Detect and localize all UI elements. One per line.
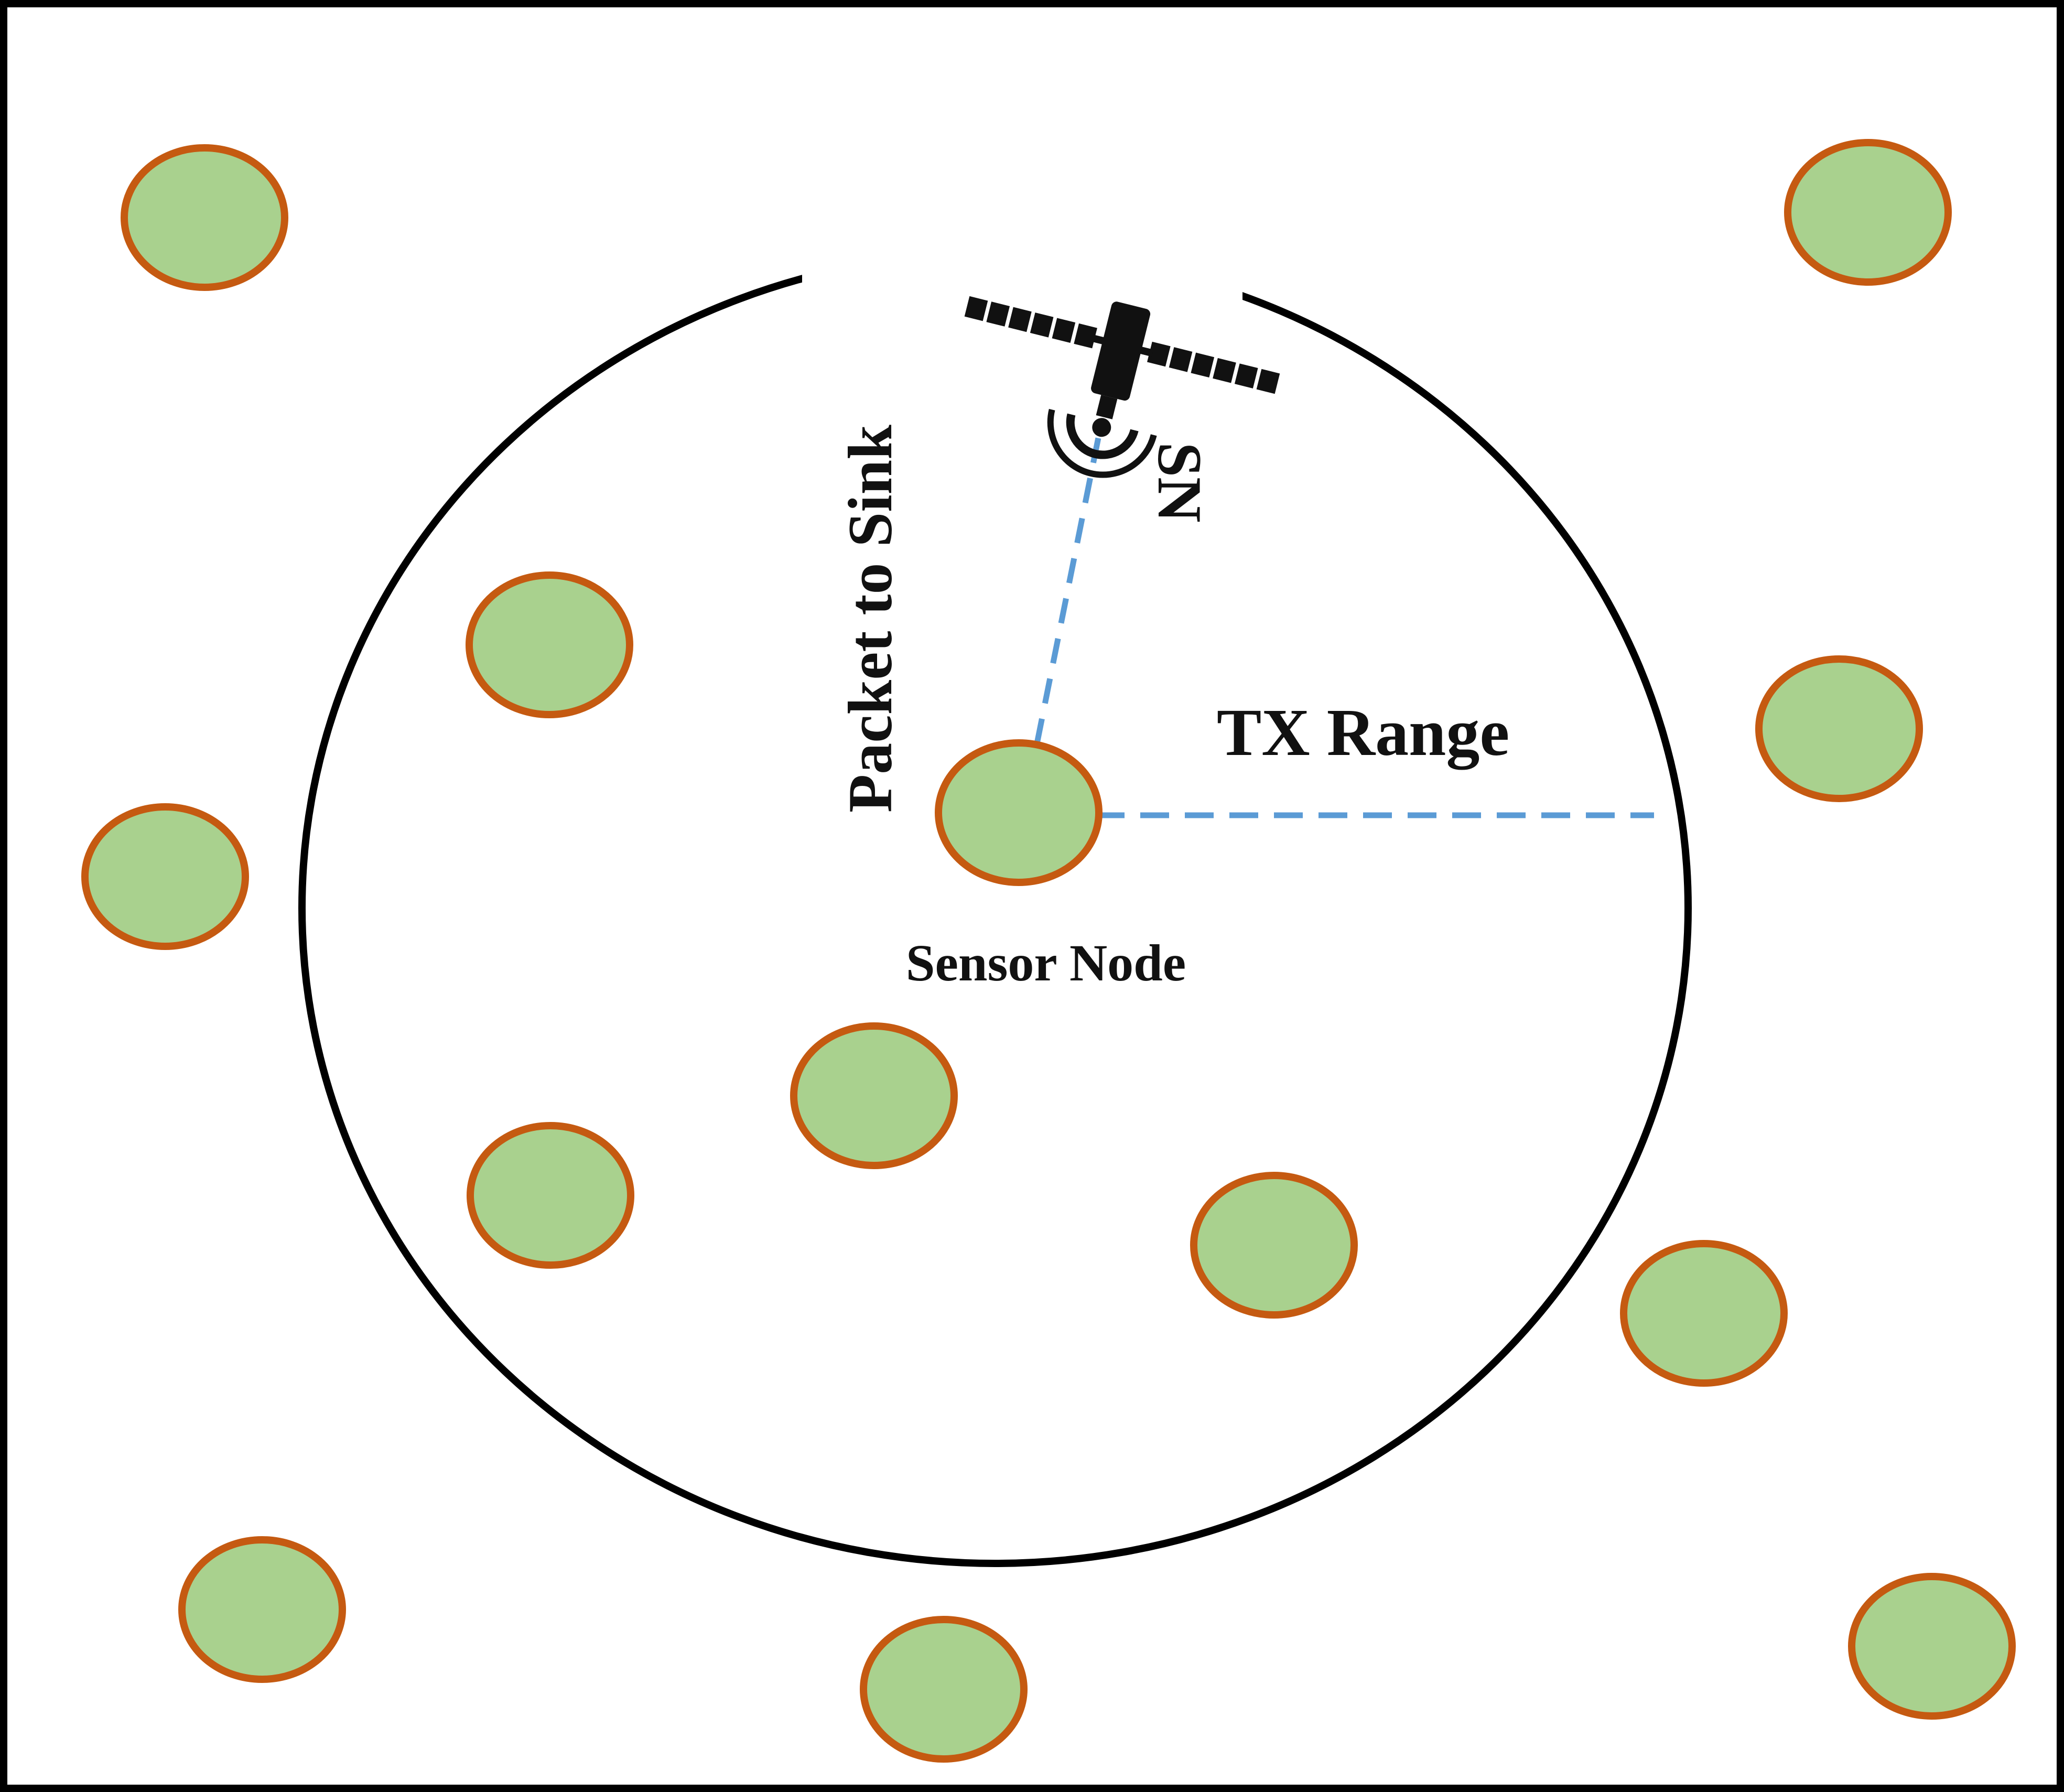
packet-to-sink-label: Packet to Sink (835, 425, 905, 813)
sensor-node (1784, 139, 1952, 286)
sensor-node (467, 1122, 634, 1269)
sensor-node (466, 571, 633, 718)
sensor-node (1848, 1573, 2016, 1720)
sn-label: SN (1145, 442, 1215, 522)
sensor-node (81, 803, 249, 950)
sensor-node (1190, 1172, 1358, 1319)
sensor-node (860, 1616, 1028, 1763)
source-sensor-node (935, 739, 1103, 886)
packet-link-line (1034, 437, 1101, 744)
sensor-node (121, 144, 288, 291)
sink-icon-background (802, 231, 1242, 451)
sensor-node-label: Sensor Node (906, 934, 1186, 992)
sensor-node (1755, 655, 1923, 802)
satellite-icon (964, 296, 1280, 478)
sensor-node (790, 1022, 958, 1169)
sensor-node (178, 1536, 346, 1683)
tx-range-label: TX Range (1217, 695, 1509, 770)
sensor-nodes (81, 139, 2016, 1763)
sensor-node (1620, 1240, 1788, 1387)
